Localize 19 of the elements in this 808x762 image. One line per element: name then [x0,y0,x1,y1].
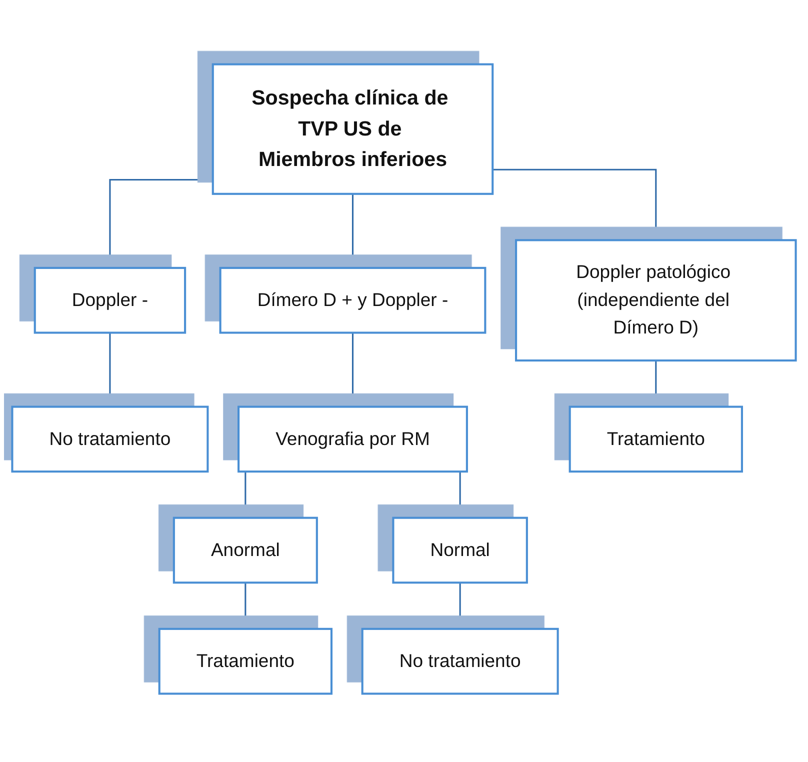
node-box: No tratamiento [11,406,209,473]
connector [655,360,657,407]
connector [109,332,111,407]
node-box: Dímero D + y Doppler - [219,266,486,334]
connector [492,168,657,240]
node-box: Venografia por RM [238,406,468,473]
node-box: Doppler - [34,266,186,334]
node-box: No tratamiento [361,628,559,695]
node-box: Doppler patológico (independiente del Dímero D) [515,239,797,362]
node-box: Tratamiento [158,628,333,695]
node-box: Tratamiento [568,406,743,473]
node-box: Anormal [172,516,318,584]
node-box: Sospecha clínica de TVP US de Miembros inferioes [212,63,494,195]
connector [459,582,461,629]
connector [352,193,354,268]
connector [352,332,354,407]
connector [109,178,213,268]
node-box: Normal [392,516,528,584]
connector [244,582,246,629]
